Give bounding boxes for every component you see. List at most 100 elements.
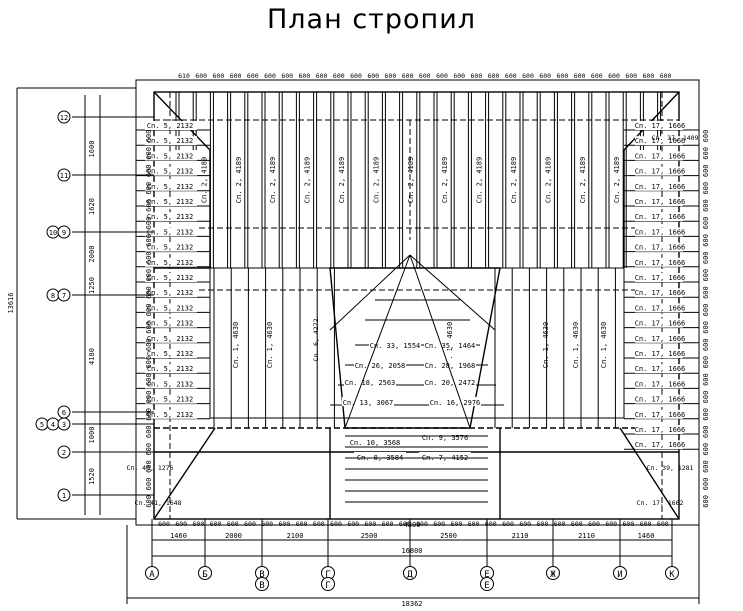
rafter-label: Сп. 17, 1666 [635,365,686,373]
spacing-label: 600 [485,520,497,528]
rafter-label: Сп. 2, 4189 [200,157,208,203]
label-bg [429,397,481,406]
dim-label: 2110 [578,532,595,540]
rafter-label: Сп. 17, 1666 [635,335,686,343]
axis-label: 9 [62,229,66,237]
spacing-label: 600 [702,321,710,334]
rafter-label: Сп. 17, 1666 [635,411,686,419]
label-bg [354,452,406,461]
spacing-label: 600 [574,72,586,80]
spacing-label: 600 [333,72,345,80]
spacing-label: 600 [195,72,207,80]
rafter-label: Сп. 2, 4189 [613,157,621,203]
corner-label: Сп. 39, 1281 [647,464,694,472]
axis-bubble [57,445,71,459]
hip-label: Сп. 9, 3576 [422,434,468,442]
spacing-label: 600 [702,373,710,386]
rafter-label: Сп. 17, 1666 [635,441,686,449]
axis-bubble [255,577,269,591]
rafter-label: Сп. 2, 4189 [579,157,587,203]
corner-label: Сп. 6, 4272 [312,318,320,361]
rafter-label: Сп. 17, 1666 [635,198,686,206]
spacing-label: 600 [175,520,187,528]
spacing-label: 600 [145,147,153,160]
axis-bubble [145,566,159,580]
rafter-label: Сп. 1, 4630 [600,322,608,368]
spacing-label: 600 [557,72,569,80]
hip-label: Сп. 13, 3067 [343,399,394,407]
spacing-label: 600 [145,356,153,369]
spacing-label: 600 [640,520,652,528]
label-bg [145,136,197,146]
axis-label: В [259,581,264,591]
dim-label: 1250 [88,277,96,294]
rafter-label: Сп. 2, 4189 [407,157,415,203]
rafter-label: Сп. 17, 1666 [635,152,686,160]
dim-label: 2110 [512,532,529,540]
label-bg [145,303,197,313]
label-bg [145,394,197,404]
spacing-label: 600 [588,520,600,528]
label-bg [635,136,683,146]
label-bg [145,409,197,419]
dim-label: 1000 [88,427,96,444]
spacing-label: 600 [230,72,242,80]
rafter-label: Сп. 1, 4630 [232,322,240,368]
rafter-label: Сп. 5, 2132 [147,183,193,191]
spacing-label: 600 [350,72,362,80]
spacing-label: 600 [502,520,514,528]
spacing-label: 600 [264,72,276,80]
label-bg [145,151,197,161]
spacing-label: 600 [702,408,710,421]
spacing-label: 600 [702,460,710,473]
axis-bubble [546,566,560,580]
axis-label: 7 [62,292,66,300]
label-bg [635,349,683,358]
spacing-label: 600 [702,495,710,508]
spacing-label: 600 [367,72,379,80]
rafter-label: Сп. 2, 4189 [510,157,518,203]
dim-label: 2100 [287,532,304,540]
spacing-label: 600 [279,520,291,528]
axis-bubble [57,225,71,239]
label-bg [635,409,683,419]
spacing-label: 600 [299,72,311,80]
rafter-label: Сп. 1, 4630 [572,322,580,368]
spacing-label: 600 [247,72,259,80]
spacing-label: 600 [416,520,428,528]
dim-label: 16800 [401,547,422,555]
spacing-label: 600 [519,520,531,528]
spacing-label: 600 [419,72,431,80]
hip-label: Сп. 16, 2976 [430,399,481,407]
rafter-label: Сп. 2, 4189 [304,157,312,203]
axis-bubble [613,566,627,580]
dim-label: 13616 [7,292,15,313]
spacing-label: 600 [453,72,465,80]
rafter-label: Сп. 17, 1666 [635,289,686,297]
rafter-label: Сп. 17, 1666 [635,244,686,252]
spacing-label: 600 [402,72,414,80]
axis-label: Д [407,570,413,580]
label-bg [145,257,197,267]
label-bg [635,273,683,282]
spacing-label: 600 [158,520,170,528]
label-bg [635,303,683,313]
label-bg [635,394,683,404]
spacing-label: 600 [488,72,500,80]
label-bg [145,212,197,222]
spacing-label: 600 [702,234,710,247]
label-bg [635,166,683,176]
spacing-label: 600 [702,286,710,299]
axis-bubble [665,566,679,580]
label-bg [349,437,401,446]
spacing-label: 600 [702,269,710,282]
label-bg [145,166,197,176]
hip-label: Сп. 10, 3568 [350,439,401,447]
spacing-label: 600 [702,147,710,160]
rafter-label: Сп. 5, 2132 [147,365,193,373]
spacing-label: 600 [227,520,239,528]
rafter-label: Сп. 17, 1666 [635,426,686,434]
spacing-label: 600 [571,520,583,528]
axis-label: 12 [60,114,68,122]
